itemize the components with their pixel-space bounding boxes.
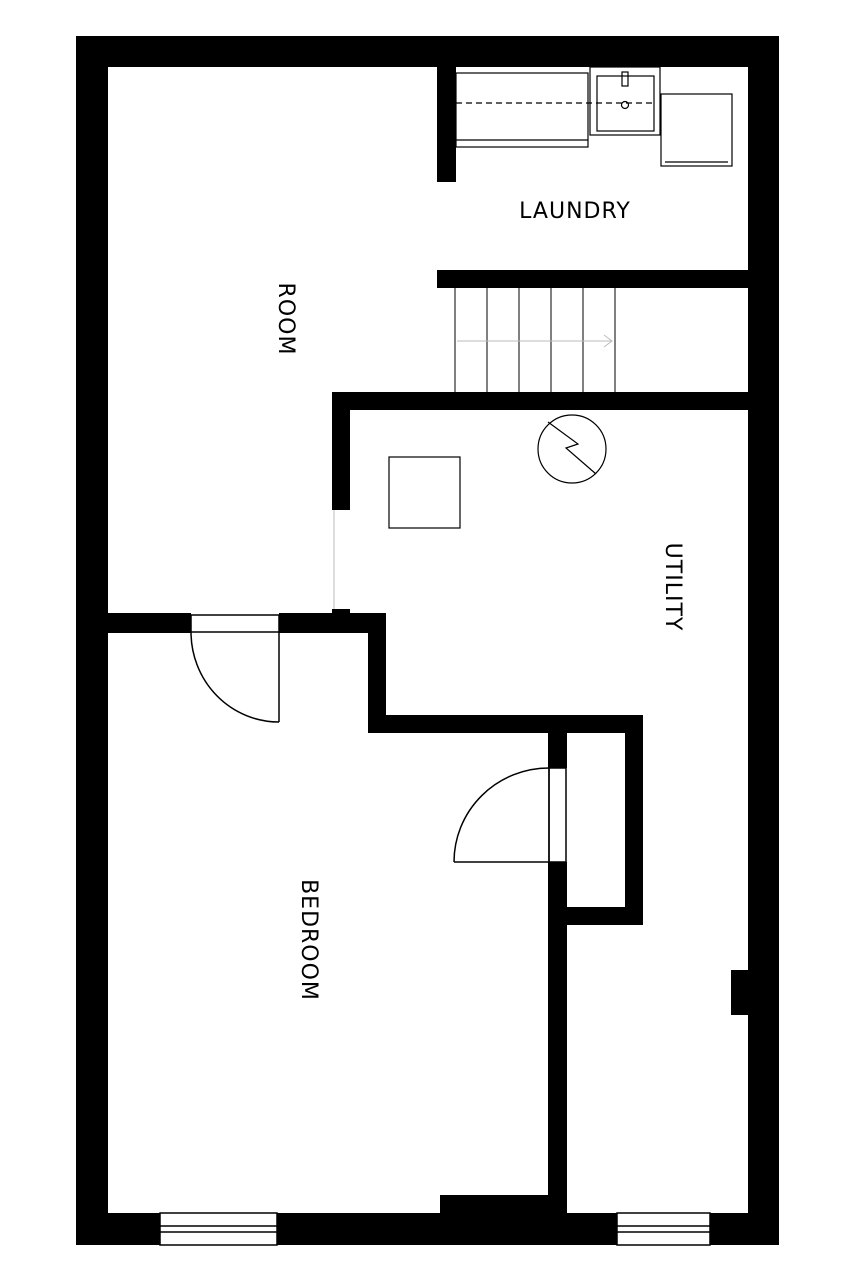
counter bbox=[455, 72, 656, 148]
stair-arrow-icon bbox=[457, 334, 613, 348]
room-label-laundry: LAUNDRY bbox=[519, 199, 631, 224]
closet-wall-left-upper bbox=[548, 733, 567, 768]
bedroom-wall-bottom-thick bbox=[440, 1195, 567, 1215]
washer-icon bbox=[660, 93, 733, 167]
exterior-wall-left bbox=[76, 36, 108, 1245]
exterior-wall-top bbox=[76, 36, 779, 67]
bedroom-wall-top-right bbox=[279, 613, 385, 633]
window-utility bbox=[616, 1212, 711, 1246]
bedroom-wall-step-horizontal bbox=[368, 715, 643, 733]
exterior-wall-bottom-right bbox=[710, 1213, 779, 1245]
utility-wall-left-stub bbox=[332, 609, 350, 615]
closet-wall-left-lower bbox=[548, 862, 567, 907]
utility-wall-left-upper bbox=[332, 392, 350, 510]
walls bbox=[76, 36, 779, 1245]
room-label-utility: UTILITY bbox=[660, 543, 685, 632]
utility-wall-top bbox=[332, 392, 748, 410]
sink-icon bbox=[589, 66, 661, 136]
bedroom-wall-top-left bbox=[76, 613, 191, 633]
exterior-wall-bottom-mid bbox=[277, 1213, 617, 1245]
room-label-bedroom: BEDROOM bbox=[296, 879, 321, 1001]
furnace-icon bbox=[388, 456, 461, 529]
window-bedroom bbox=[159, 1212, 278, 1246]
door-bedroom bbox=[190, 614, 280, 723]
right-wall-bump bbox=[731, 970, 748, 1015]
bedroom-wall-right bbox=[548, 907, 567, 1213]
stairs bbox=[454, 288, 616, 392]
water-heater-icon bbox=[537, 414, 607, 484]
bedroom-wall-step-vertical bbox=[368, 613, 386, 733]
exterior-wall-right bbox=[748, 36, 779, 1245]
laundry-wall-bottom bbox=[437, 270, 748, 288]
closet-wall-right bbox=[625, 715, 643, 925]
door-closet bbox=[453, 767, 567, 863]
closet-wall-bottom bbox=[548, 907, 643, 925]
exterior-wall-bottom-left bbox=[76, 1213, 160, 1245]
laundry-wall-left bbox=[437, 67, 456, 182]
room-label-room: ROOM bbox=[273, 283, 298, 356]
